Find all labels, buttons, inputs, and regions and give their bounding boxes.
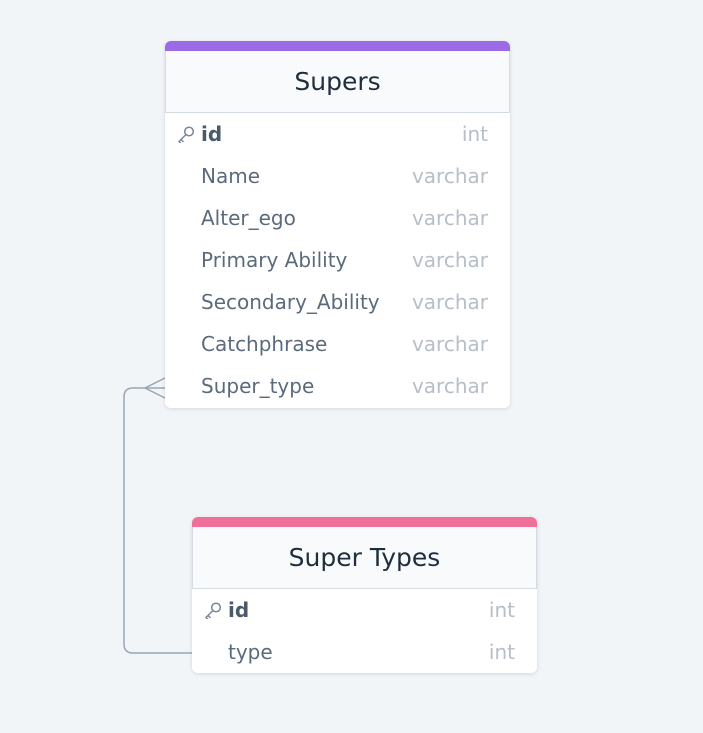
field-type: varchar xyxy=(411,374,488,398)
field-name: id xyxy=(201,122,223,146)
key-icon xyxy=(205,602,222,619)
table-super-types[interactable]: Super Types id int type int xyxy=(192,517,537,673)
field-row-primary-ability[interactable]: Primary Ability varchar xyxy=(165,239,510,281)
field-list: id int type int xyxy=(192,589,537,673)
field-row-id[interactable]: id int xyxy=(165,113,510,155)
field-row-alter-ego[interactable]: Alter_ego varchar xyxy=(165,197,510,239)
crows-foot-icon xyxy=(143,377,166,399)
field-name: Name xyxy=(201,164,261,188)
field-type: varchar xyxy=(411,164,488,188)
field-name: id xyxy=(228,598,250,622)
field-type: varchar xyxy=(411,248,488,272)
field-type: varchar xyxy=(411,332,488,356)
table-supers[interactable]: Supers id int Name varchar Alter_ego var… xyxy=(165,41,510,408)
field-row-super-type[interactable]: Super_type varchar xyxy=(165,365,510,407)
field-row-catchphrase[interactable]: Catchphrase varchar xyxy=(165,323,510,365)
field-name: type xyxy=(228,640,273,664)
field-name: Catchphrase xyxy=(201,332,328,356)
table-title[interactable]: Super Types xyxy=(192,527,537,589)
field-row-secondary-ability[interactable]: Secondary_Ability varchar xyxy=(165,281,510,323)
field-list: id int Name varchar Alter_ego varchar Pr… xyxy=(165,113,510,407)
field-type: int xyxy=(461,122,488,146)
field-name: Primary Ability xyxy=(201,248,348,272)
field-row-type[interactable]: type int xyxy=(192,631,537,673)
field-row-id[interactable]: id int xyxy=(192,589,537,631)
field-type: int xyxy=(488,640,515,664)
field-type: varchar xyxy=(411,290,488,314)
field-type: varchar xyxy=(411,206,488,230)
table-color-bar xyxy=(165,41,510,51)
field-type: int xyxy=(488,598,515,622)
relationship-line xyxy=(123,387,192,654)
field-row-name[interactable]: Name varchar xyxy=(165,155,510,197)
key-icon xyxy=(178,126,195,143)
table-color-bar xyxy=(192,517,537,527)
field-name: Alter_ego xyxy=(201,206,296,230)
table-title[interactable]: Supers xyxy=(165,51,510,113)
field-name: Super_type xyxy=(201,374,315,398)
field-name: Secondary_Ability xyxy=(201,290,380,314)
